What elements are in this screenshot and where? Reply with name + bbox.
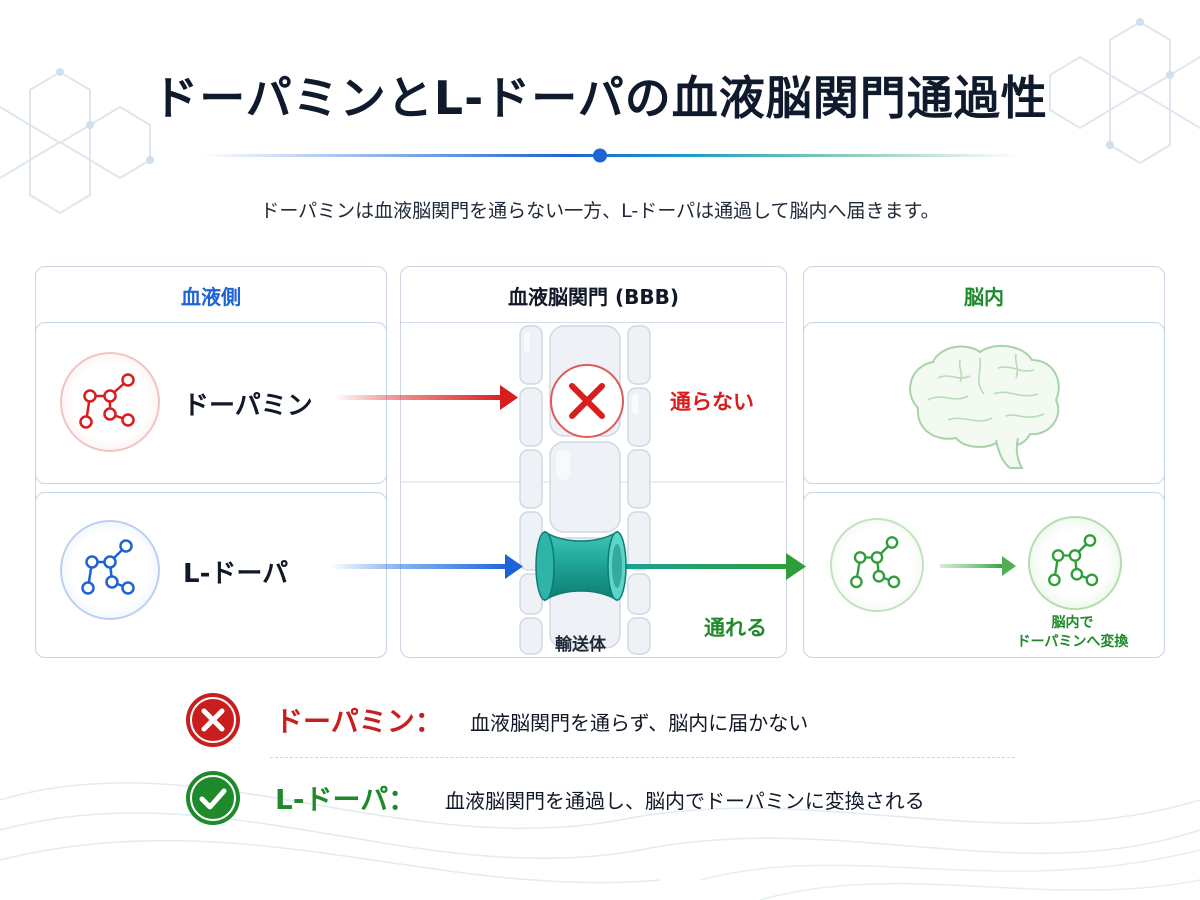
ldopa-label: L-ドーパ [183, 559, 289, 589]
ldopa-brain-arrow [605, 564, 790, 569]
summary-dopamine-name: ドーパミン： [275, 705, 443, 738]
conversion-label: 脳内で ドーパミンへ変換 [990, 614, 1155, 652]
dopamine-status: 通らない [670, 390, 754, 414]
dopamine-molecule [60, 352, 160, 452]
blood-side-header: 血液側 [181, 285, 241, 309]
summary-dopamine-text: 血液脳関門を通らず、脳内に届かない [470, 711, 809, 735]
title-underline [200, 148, 1020, 163]
x-icon [186, 693, 240, 747]
conversion-label-line2: ドーパミンへ変換 [1016, 634, 1129, 650]
dopamine-arrow [335, 395, 505, 400]
summary-dopamine: ドーパミン： 血液脳関門を通らず、脳内に届かない [185, 692, 1005, 752]
subtitle: ドーパミンは血液脳関門を通らない一方、L-ドーパは通過して脳内へ届きます。 [260, 200, 940, 222]
summary-divider [270, 757, 1015, 758]
ldopa-status: 通れる [704, 616, 767, 640]
summary-ldopa: L-ドーパ： 血液脳関門を通過し、脳内でドーパミンに変換される [185, 770, 1035, 830]
conversion-label-line1: 脳内で [1051, 615, 1094, 631]
page-title: ドーパミンとL-ドーパの血液脳関門通過性 [152, 71, 1048, 125]
brain-header: 脳内 [964, 285, 1004, 309]
bbb-header: 血液脳関門 (BBB) [508, 285, 679, 309]
ldopa-molecule [60, 520, 160, 620]
dopamine-structure-icon [79, 373, 135, 429]
dopamine-label: ドーパミン [183, 391, 313, 421]
brain-dopamine-molecule [1028, 516, 1122, 610]
check-icon [186, 771, 240, 825]
bbb-cell-wall [400, 322, 785, 655]
summary-ldopa-name: L-ドーパ： [275, 783, 417, 816]
blocked-x-icon [550, 364, 624, 438]
brain-dopamine-structure-icon [1048, 534, 1099, 587]
transporter-label: 輸送体 [555, 635, 606, 655]
conversion-arrow [940, 564, 1005, 568]
ldopa-structure-icon [81, 539, 135, 595]
transporter-icon [535, 530, 627, 602]
brain-ldopa-structure-icon [850, 536, 901, 589]
brain-icon [909, 344, 1060, 469]
brain-ldopa-molecule [830, 518, 924, 612]
ldopa-arrow [330, 564, 510, 569]
summary-ldopa-text: 血液脳関門を通過し、脳内でドーパミンに変換される [445, 789, 925, 813]
